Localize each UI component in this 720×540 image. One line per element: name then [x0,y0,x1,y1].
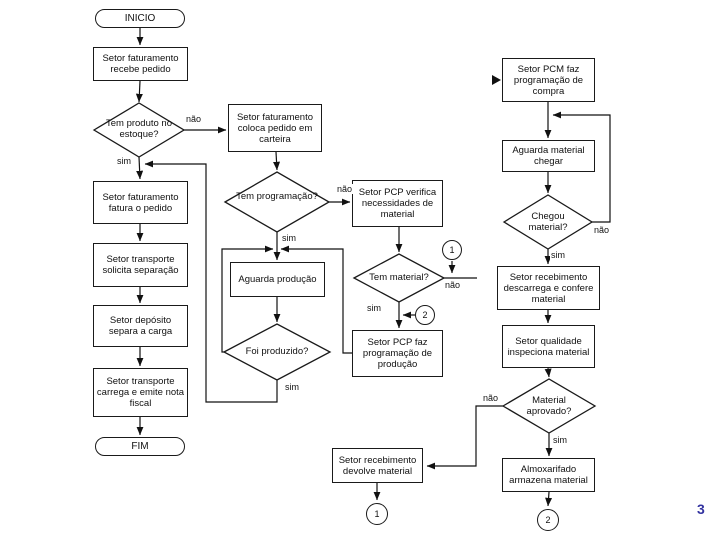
edge-chegou-nao-loop [552,111,611,223]
terminator-inicio: INICIO [95,9,185,28]
decision-tem-produto-shape [92,102,186,158]
edge-foiproduzido-sim-return [144,160,278,403]
edge-label-nao-material: não [444,280,462,290]
process-pcp-verifica: Setor PCP verifica necessidades de mater… [352,180,443,227]
decision-material-aprovado-shape [501,378,597,434]
edge-label-nao-prog: não [336,184,354,194]
edge-into-pcm-arrowhead [492,75,501,85]
connector-2-target: 2 [537,509,559,531]
process-carrega-nota-fiscal: Setor transporte carrega e emite nota fi… [93,368,188,417]
edge-label-sim-material: sim [366,303,382,313]
process-devolve-material: Setor recebimento devolve material [332,448,423,483]
edge-label-nao-estoque: não [185,114,203,124]
decision-tem-material-label: Tem material? [369,272,429,283]
edge-qualidade-aprovado [544,367,552,378]
connector-2-source: 2 [415,305,435,325]
edge-carteira-temprog [273,151,281,171]
process-separa-carga: Setor depósito separa a carga [93,305,188,347]
process-pcm-programacao-compra: Setor PCM faz programação de compra [502,58,595,102]
decision-chegou-material-label: Chegou material? [528,211,568,233]
edge-almoxarifado-connector2 [545,491,553,507]
process-qualidade-inspeciona: Setor qualidade inspeciona material [502,325,595,368]
edge-label-sim-aprovado: sim [552,435,568,445]
process-solicita-separacao: Setor transporte solicita separação [93,243,188,287]
process-recebe-pedido: Setor faturamento recebe pedido [93,47,188,81]
process-fatura-pedido: Setor faturamento fatura o pedido [93,181,188,224]
process-almoxarifado-armazena: Almoxarifado armazena material [502,458,595,492]
slide-page-number: 3 [697,501,705,517]
edge-label-nao-chegou: não [593,225,611,235]
decision-foi-produzido-shape [222,323,332,381]
decision-tem-produto-label: Tem produto no estoque? [105,118,172,140]
edge-label-sim-estoque: sim [116,156,132,166]
edge-recebe-temproduto [135,80,143,103]
connector-1-source: 1 [442,240,462,260]
edge-aprovado-nao-devolve [426,405,503,470]
connector-1-target: 1 [366,503,388,525]
edge-label-sim-chegou: sim [550,250,566,260]
terminator-fim: FIM [95,437,185,456]
edge-label-nao-aprovado: não [482,393,500,403]
process-aguarda-material: Aguarda material chegar [502,140,595,172]
edge-label-sim-prog: sim [281,233,297,243]
process-descarrega-confere: Setor recebimento descarrega e confere m… [497,266,600,310]
decision-tem-programacao-label: Tem programação? [236,191,318,202]
edge-temproduto-sim-fatura [136,156,144,180]
process-pcp-programacao-producao: Setor PCP faz programação de produção [352,330,443,377]
decision-tem-material-shape [352,253,446,303]
process-aguarda-producao: Aguarda produção [230,262,325,297]
decision-foi-produzido-label: Foi produzido? [245,346,309,357]
decision-tem-programacao-shape [223,171,331,233]
decision-material-aprovado-label: Material aprovado? [526,395,572,417]
edge-pcpfaz-aguardaprod-loop [280,245,352,354]
edge-label-sim-produzido: sim [284,382,300,392]
process-coloca-carteira: Setor faturamento coloca pedido em carte… [228,104,322,152]
decision-chegou-material-shape [502,194,594,250]
